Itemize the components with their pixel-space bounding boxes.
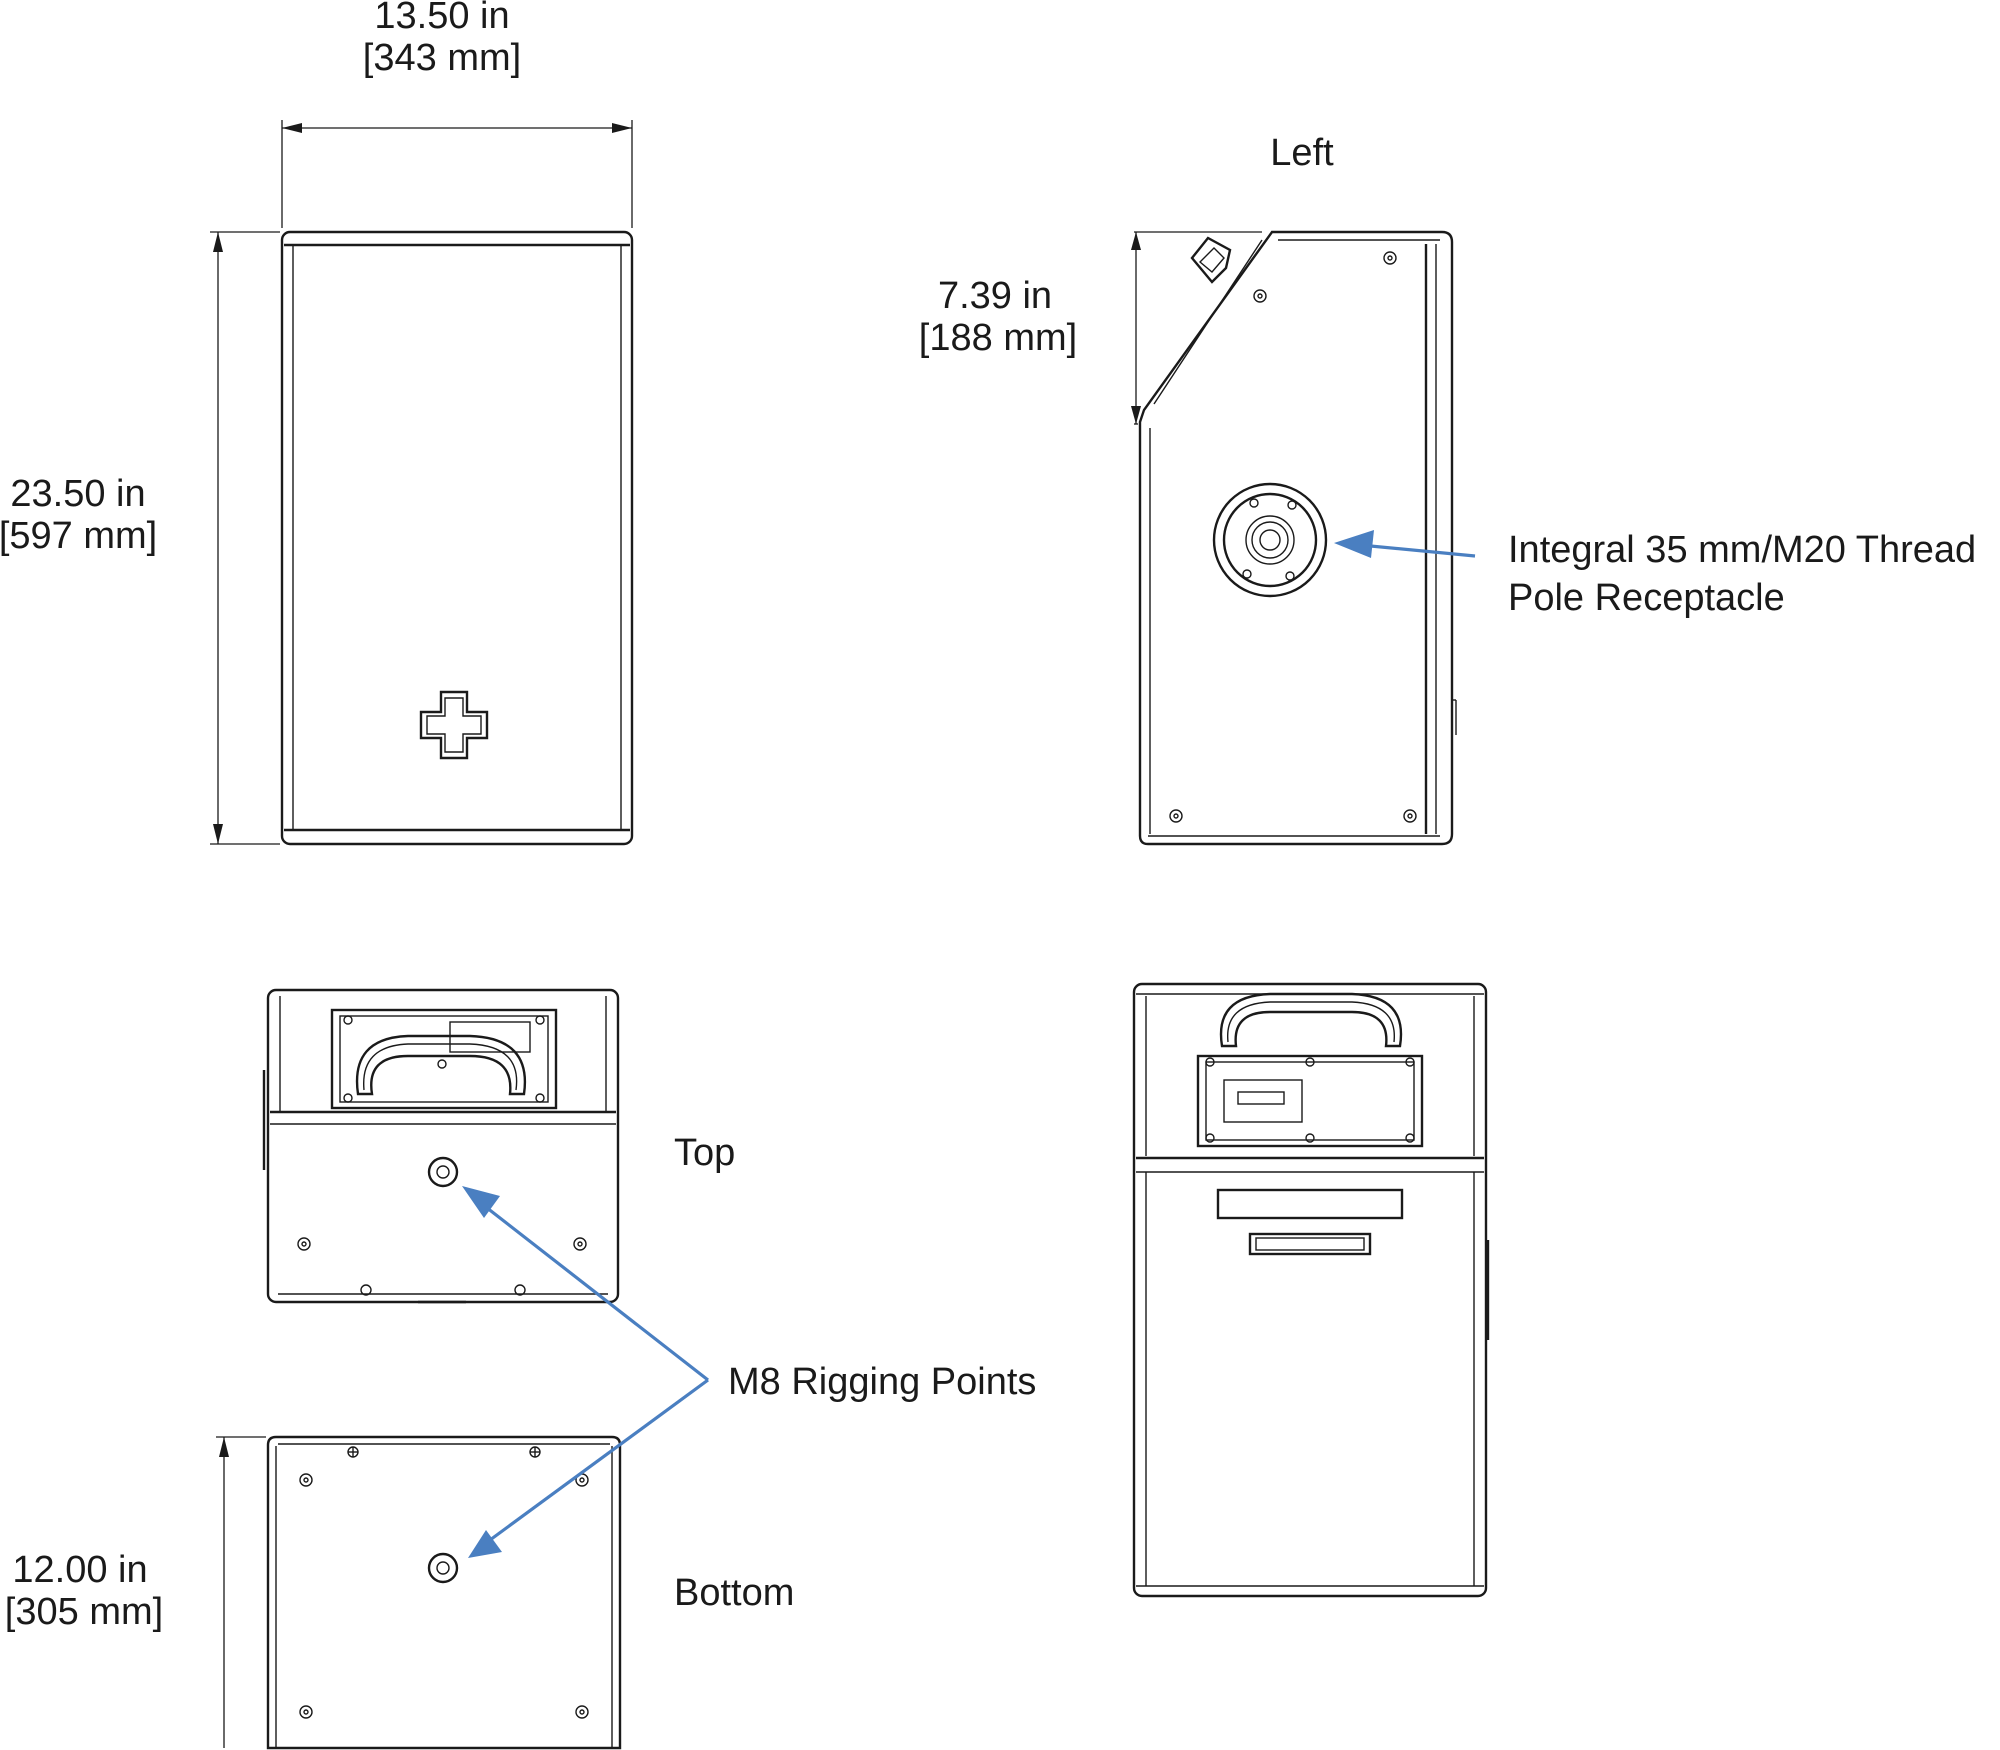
pole-receptacle-icon bbox=[1212, 482, 1328, 598]
rear-view bbox=[1132, 982, 1490, 1598]
width-in-label: 13.50 in bbox=[374, 0, 509, 37]
view-label-top: Top bbox=[674, 1132, 735, 1174]
cross-handle-icon bbox=[419, 690, 489, 760]
rigging-point-icon bbox=[427, 1156, 459, 1188]
view-label-left: Left bbox=[1270, 132, 1334, 174]
height-dimension: 23.50 in [597 mm] bbox=[0, 231, 280, 845]
front-view bbox=[280, 230, 634, 846]
pole-callout-line1: Integral 35 mm/M20 Thread bbox=[1508, 529, 1976, 571]
bottom-view: Bottom bbox=[266, 1435, 794, 1750]
rigging-callout: M8 Rigging Points bbox=[462, 1186, 1036, 1558]
left-side-view: Left bbox=[1138, 132, 1457, 846]
side-depth-dimension: 7.39 in [188 mm] bbox=[919, 231, 1262, 425]
depth-in-label: 12.00 in bbox=[12, 1549, 147, 1591]
pole-callout-line2: Pole Receptacle bbox=[1508, 577, 1785, 619]
depth-mm-label: [305 mm] bbox=[5, 1591, 163, 1633]
side-in-label: 7.39 in bbox=[938, 275, 1052, 317]
rigging-point-icon bbox=[427, 1552, 459, 1584]
depth-dimension: 12.00 in [305 mm] bbox=[5, 1436, 266, 1748]
height-in-label: 23.50 in bbox=[10, 473, 145, 515]
screw-icon bbox=[1169, 251, 1417, 823]
side-mm-label: [188 mm] bbox=[919, 317, 1077, 359]
width-dimension: 13.50 in [343 mm] bbox=[281, 0, 633, 228]
height-mm-label: [597 mm] bbox=[0, 515, 157, 557]
rigging-callout-label: M8 Rigging Points bbox=[728, 1361, 1036, 1403]
screw-icon bbox=[297, 1237, 587, 1296]
width-mm-label: [343 mm] bbox=[363, 37, 521, 79]
top-view: Top bbox=[262, 988, 735, 1304]
pole-callout: Integral 35 mm/M20 Thread Pole Receptacl… bbox=[1334, 529, 1976, 619]
view-label-bottom: Bottom bbox=[674, 1572, 794, 1614]
